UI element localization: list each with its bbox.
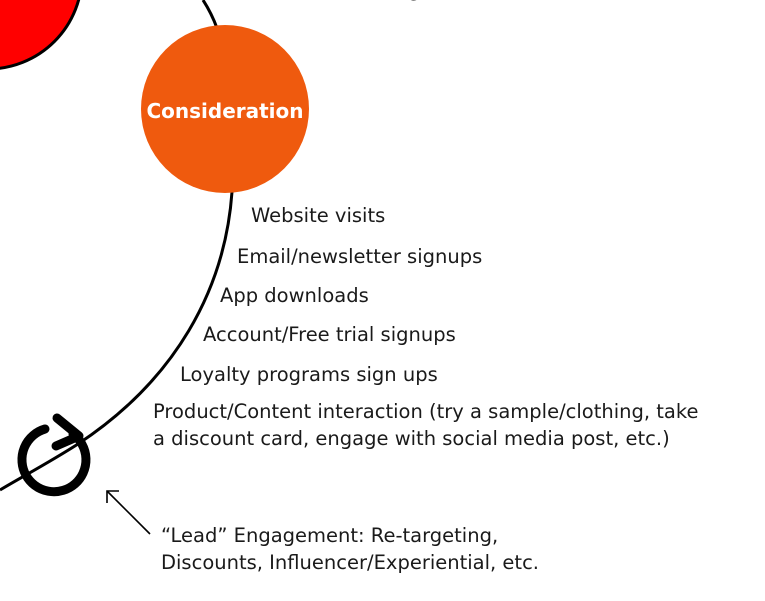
item-website-visits: Website visits bbox=[251, 204, 386, 227]
top-fragment-text: g bbox=[408, 0, 421, 1]
lead-engagement-note: “Lead” Engagement: Re-targeting, Discoun… bbox=[161, 522, 539, 576]
item-account-signups: Account/Free trial signups bbox=[203, 323, 456, 346]
item-app-downloads: App downloads bbox=[220, 284, 369, 307]
item-loyalty-signups: Loyalty programs sign ups bbox=[180, 363, 438, 386]
previous-stage-circle bbox=[0, 0, 81, 70]
pointer-arrow-icon bbox=[106, 490, 151, 535]
refresh-loop-icon bbox=[17, 413, 91, 497]
item-product-interaction-line2: a discount card, engage with social medi… bbox=[153, 427, 670, 450]
consideration-stage-label: Consideration bbox=[146, 99, 304, 123]
lead-note-line2: Discounts, Influencer/Experiential, etc. bbox=[161, 551, 539, 574]
item-product-interaction-line1: Product/Content interaction (try a sampl… bbox=[153, 400, 699, 423]
consideration-stage-circle bbox=[141, 25, 309, 193]
item-email-signups: Email/newsletter signups bbox=[237, 245, 483, 268]
lead-note-line1: “Lead” Engagement: Re-targeting, bbox=[161, 524, 499, 547]
